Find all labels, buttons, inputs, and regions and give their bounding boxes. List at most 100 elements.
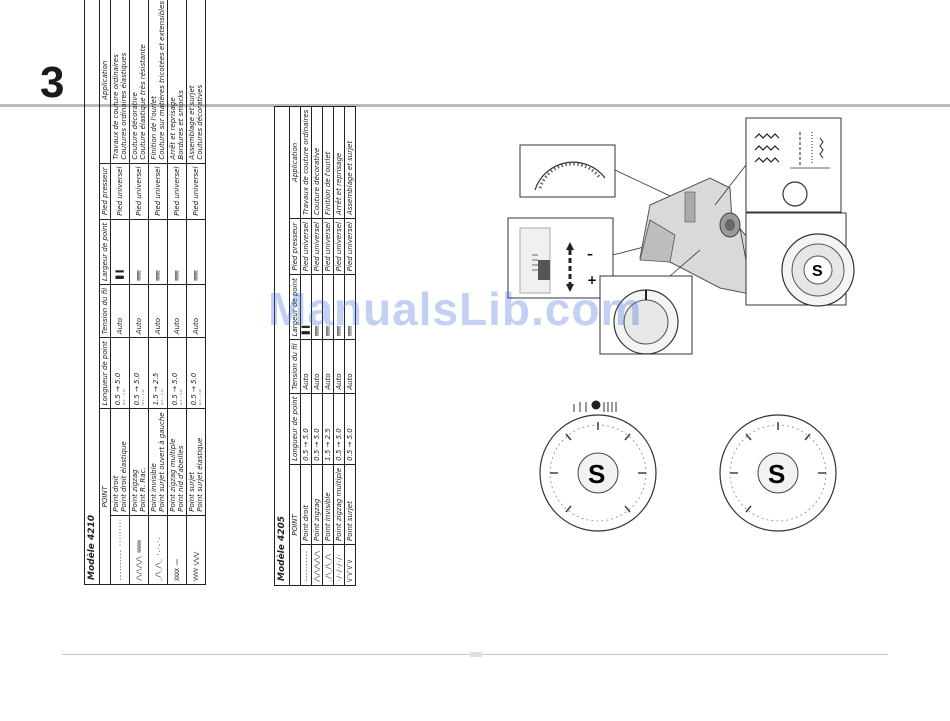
thread-tension: Auto <box>333 339 345 394</box>
stitch-name: Point zigzag <box>131 469 139 512</box>
thread-tension: Auto <box>129 284 149 338</box>
stitch-length: 1.5 → 2.5 <box>152 372 160 406</box>
application: Assemblage et surjet <box>344 106 356 219</box>
thread-tension: Auto <box>110 284 130 338</box>
thread-tension: Auto <box>167 284 187 338</box>
stitch-length: 1.5 → 2.5 <box>322 393 334 465</box>
length-note: (2.5 ~ 5.0) <box>198 389 202 406</box>
thread-tension: Auto <box>311 339 323 394</box>
selector-dial-callout <box>739 212 855 307</box>
header-width: Largeur de point <box>99 219 111 285</box>
stitch-length: 0.5 → 5.0 <box>333 393 345 465</box>
sewing-machine-illustration: – + S <box>507 117 855 355</box>
stitch-name: Point droit <box>112 475 120 512</box>
presser-foot: Pied universel <box>333 218 345 275</box>
dial-closeup-callout <box>519 144 701 211</box>
stitch-name-2: Point surjet élastique <box>196 437 204 512</box>
presser-foot: Pied universel <box>110 163 130 220</box>
application: Travaux de couture ordinaires <box>112 54 120 160</box>
stitch-pattern: V¯V¯V¯V <box>344 544 356 586</box>
stitch-width-icon: ≋≋≋ <box>129 219 149 285</box>
presser-foot: Pied universel <box>311 218 323 275</box>
application-2: Couture sur matières tricotées et extens… <box>158 0 166 160</box>
dial-letter-right: S <box>812 263 823 280</box>
application: Couture décorative <box>311 106 323 219</box>
stitch-width-icon: ≋≋≋ <box>186 219 206 285</box>
stitch-name: Point surjet <box>344 464 356 545</box>
table-row: ---------- Point droit 0.5 → 5.0 Auto ▐▌… <box>300 106 312 586</box>
header-point: POINT <box>99 408 111 585</box>
stitch-name: Point zigzag multiple <box>169 438 177 512</box>
application: Couture décorative <box>131 92 139 160</box>
stitch-pattern-callout <box>714 117 842 213</box>
application: Arrêt et reprisage <box>169 97 177 160</box>
presser-foot: Pied universel <box>322 218 334 275</box>
header-application: Application <box>289 106 301 219</box>
header-length: Longueur de point <box>99 337 111 409</box>
application: Arrêt et reprisage <box>333 106 345 219</box>
header-tension: Tension du fil <box>289 339 301 394</box>
thread-tension: Auto <box>148 284 168 338</box>
stitch-length: 0.5 → 5.0 <box>133 372 141 406</box>
stitch-width-icon: ≋≋≋ <box>148 219 168 285</box>
length-note: (2.5 ~ 5.0) <box>179 389 183 406</box>
application-2: Coutures décoratives <box>196 84 204 160</box>
length-note: (0.5 ~ 1.5) <box>160 389 164 406</box>
dial-letter-left: S <box>588 459 605 489</box>
stitch-pattern: _/\_/\_/\ <box>322 544 334 586</box>
header-application: Application <box>99 0 111 164</box>
machine-body <box>639 177 756 296</box>
stitch-pattern: VVVV ⋁⋁⋁ <box>186 515 206 585</box>
stitch-length: 0.5 → 5.0 <box>114 372 122 406</box>
stitch-name: Point droit <box>300 464 312 545</box>
table-4210-title: Modèle 4210 <box>84 0 100 585</box>
stitch-name-2: Point R. Rac. <box>139 467 147 512</box>
header-foot: Pied presseur <box>99 163 111 220</box>
stitch-length: 0.5 → 5.0 <box>171 372 179 406</box>
stitch-length: 0.5 → 5.0 <box>300 393 312 465</box>
application-2: Coutures ordinaires élastiques <box>120 52 128 160</box>
length-note: (0.5 ~ 1.0) <box>141 389 145 406</box>
stitch-name: Point zigzag multiple <box>333 464 345 545</box>
stitch-name: Point surjet <box>188 471 196 512</box>
table-4205-title: Modèle 4205 <box>274 106 290 586</box>
header-tension: Tension du fil <box>99 284 111 338</box>
stitch-pattern: XXXX ⋯⋯ <box>167 515 187 585</box>
presser-foot: Pied universel <box>344 218 356 275</box>
stitch-name: Point invisible <box>322 464 334 545</box>
presser-foot: Pied universel <box>167 163 187 220</box>
stitch-dials: S S <box>539 400 837 532</box>
stitch-pattern: ---------- ········· <box>110 515 130 585</box>
presser-foot: Pied universel <box>300 218 312 275</box>
table-row: _/\_/\_/\ Point invisible 1.5 → 2.5 Auto… <box>322 106 334 586</box>
stitch-pattern: ·/·/·/·/· <box>333 544 345 586</box>
thread-tension: Auto <box>300 339 312 394</box>
table-row: ·/·/·/·/· Point zigzag multiple 0.5 → 5.… <box>333 106 345 586</box>
thread-tension: Auto <box>322 339 334 394</box>
table-4210: Modèle 4210 POINT Longueur de point Tens… <box>84 0 206 585</box>
stitch-pattern: /\/\/\/\/\ <box>311 544 323 586</box>
application: Assemblage et surjet <box>188 85 196 160</box>
stitch-name-2: Point nid d'abeilles <box>177 445 185 512</box>
stitch-pattern: /\/\/\/\ ≋≋≋≋ <box>129 515 149 585</box>
dial-letter-right-bottom: S <box>768 459 785 489</box>
minus-sign: – <box>587 247 593 261</box>
header-length: Longueur de point <box>289 393 301 465</box>
width-indicator <box>573 400 617 412</box>
thread-tension: Auto <box>344 339 356 394</box>
top-divider <box>0 104 950 107</box>
watermark: ManualsLib.com <box>268 283 643 335</box>
stitch-name-2: Point surjet ouvert à gauche <box>158 412 166 512</box>
application: Travaux de couture ordinaires <box>300 106 312 219</box>
application: Finition de l'ourlet <box>322 106 334 219</box>
width-dial-callout <box>599 249 701 355</box>
stitch-name: Point invisible <box>150 463 158 512</box>
stitch-width-icon: ≋≋≋ <box>167 219 187 285</box>
presser-foot: Pied universel <box>148 163 168 220</box>
stitch-name-2: Point droit élastique <box>120 441 128 512</box>
